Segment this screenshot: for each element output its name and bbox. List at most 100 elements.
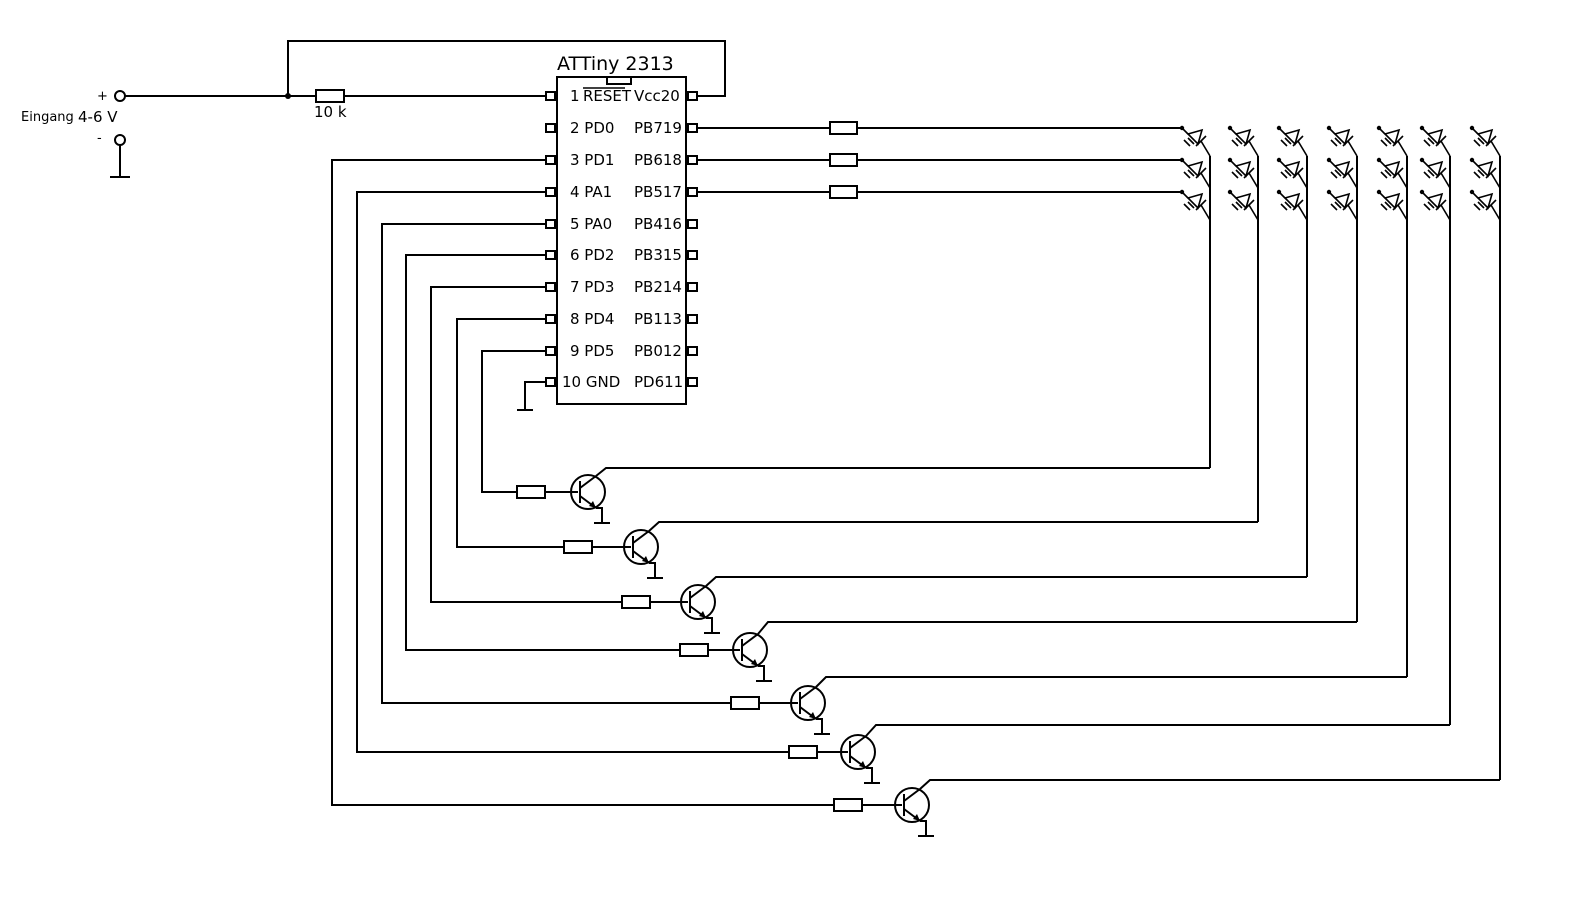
row-resistor-3: [829, 185, 858, 199]
npn-transistor: [894, 787, 930, 823]
npn-transistor: [570, 474, 606, 510]
pin-left-label: 7 PD3: [570, 278, 614, 296]
chip-body: [556, 76, 687, 405]
row-resistor-1: [829, 121, 858, 135]
reset-label: RESET: [583, 87, 632, 105]
pin-right-17: [687, 187, 698, 197]
pin-right-label: PB012: [634, 342, 682, 360]
pin-left-label: 3 PD1: [570, 151, 614, 169]
reset-resistor-label: 10 k: [314, 103, 347, 121]
reset-resistor: [315, 89, 345, 103]
pin-left-label: 9 PD5: [570, 342, 614, 360]
npn-transistor: [680, 584, 716, 620]
pin-left-9: [545, 346, 556, 356]
input-label: Eingang: [21, 110, 74, 125]
input-terminals: + Eingang 4-6 V -: [21, 89, 130, 178]
pin-right-label: PB113: [634, 310, 682, 328]
driver-stage: [356, 191, 1450, 784]
pin-left-label: 1: [570, 87, 580, 105]
pin-right-14: [687, 282, 698, 292]
pin-left-label: 10 GND: [562, 373, 620, 391]
led: [1376, 125, 1408, 157]
transistor-drivers: [331, 159, 1500, 837]
base-resistor: [788, 745, 818, 759]
led: [1376, 157, 1408, 189]
led: [1227, 125, 1259, 157]
led: [1179, 189, 1211, 221]
chip-notch: [606, 76, 632, 85]
pin-left-label: 8 PD4: [570, 310, 614, 328]
pin-left-label: 6 PD2: [570, 246, 614, 264]
pin-right-19: [687, 123, 698, 133]
pin-left-10: [545, 377, 556, 387]
left-pins: 1 2 PD0 3 PD1 4 PA1 5 PA0 6 PD2 7 PD3 8 PD4 9 PD…: [545, 87, 620, 391]
driver-stage: [481, 350, 1210, 524]
npn-transistor: [790, 685, 826, 721]
pin-right-13: [687, 314, 698, 324]
base-resistor: [730, 696, 760, 710]
led: [1376, 189, 1408, 221]
led: [1469, 157, 1501, 189]
driver-stage: [430, 286, 1307, 634]
pin-right-15: [687, 250, 698, 260]
pin-right-18: [687, 155, 698, 165]
led: [1326, 125, 1358, 157]
led: [1419, 125, 1451, 157]
pin-right-12: [687, 346, 698, 356]
driver-stage: [381, 223, 1407, 735]
right-pins: Vcc20PB719PB618PB517PB416PB315PB214PB113…: [634, 87, 698, 391]
input-voltage: 4-6 V: [78, 108, 118, 126]
pin-right-11: [687, 377, 698, 387]
led: [1276, 189, 1308, 221]
pin-left-3: [545, 155, 556, 165]
led: [1419, 189, 1451, 221]
pin-left-5: [545, 219, 556, 229]
pin-left-6: [545, 250, 556, 260]
pin-right-label: Vcc20: [634, 87, 680, 105]
led: [1227, 189, 1259, 221]
pin-left-label: 4 PA1: [570, 183, 612, 201]
led: [1276, 125, 1308, 157]
plus-sign: +: [97, 89, 108, 104]
pin-left-label: 5 PA0: [570, 215, 612, 233]
pin-left-4: [545, 187, 556, 197]
npn-transistor: [732, 632, 768, 668]
pin-right-label: PB315: [634, 246, 682, 264]
plus-terminal: [114, 90, 126, 102]
led: [1469, 189, 1501, 221]
pin-right-20: [687, 91, 698, 101]
base-resistor: [833, 798, 863, 812]
npn-transistor: [623, 529, 659, 565]
pin-left-label: 2 PD0: [570, 119, 614, 137]
row-resistor-2: [829, 153, 858, 167]
pin-right-16: [687, 219, 698, 229]
chip-title: ATTiny 2313: [557, 53, 674, 75]
pin-left-7: [545, 282, 556, 292]
base-resistor: [679, 643, 709, 657]
base-resistor: [621, 595, 651, 609]
attiny-chip: ATTiny 2313 1 2 PD0 3 PD1 4 PA1 5 PA0 6 PD2 7 …: [517, 53, 698, 411]
supply-wiring: 10 k: [125, 40, 726, 121]
driver-stage: [405, 254, 1357, 682]
led: [1326, 189, 1358, 221]
pin-right-label: PD611: [634, 373, 683, 391]
led: [1179, 125, 1211, 157]
led: [1179, 157, 1211, 189]
pin-right-label: PB719: [634, 119, 682, 137]
minus-sign: -: [97, 131, 102, 146]
driver-stage: [456, 318, 1258, 579]
row-wiring: [697, 121, 1180, 199]
led: [1469, 125, 1501, 157]
led: [1419, 157, 1451, 189]
base-resistor: [516, 485, 546, 499]
pin-left-8: [545, 314, 556, 324]
npn-transistor: [840, 734, 876, 770]
pin-right-label: PB618: [634, 151, 682, 169]
led-matrix: [1179, 125, 1501, 780]
led: [1326, 157, 1358, 189]
pin-left-2: [545, 123, 556, 133]
led: [1227, 157, 1259, 189]
pin-right-label: PB517: [634, 183, 682, 201]
base-resistor: [563, 540, 593, 554]
